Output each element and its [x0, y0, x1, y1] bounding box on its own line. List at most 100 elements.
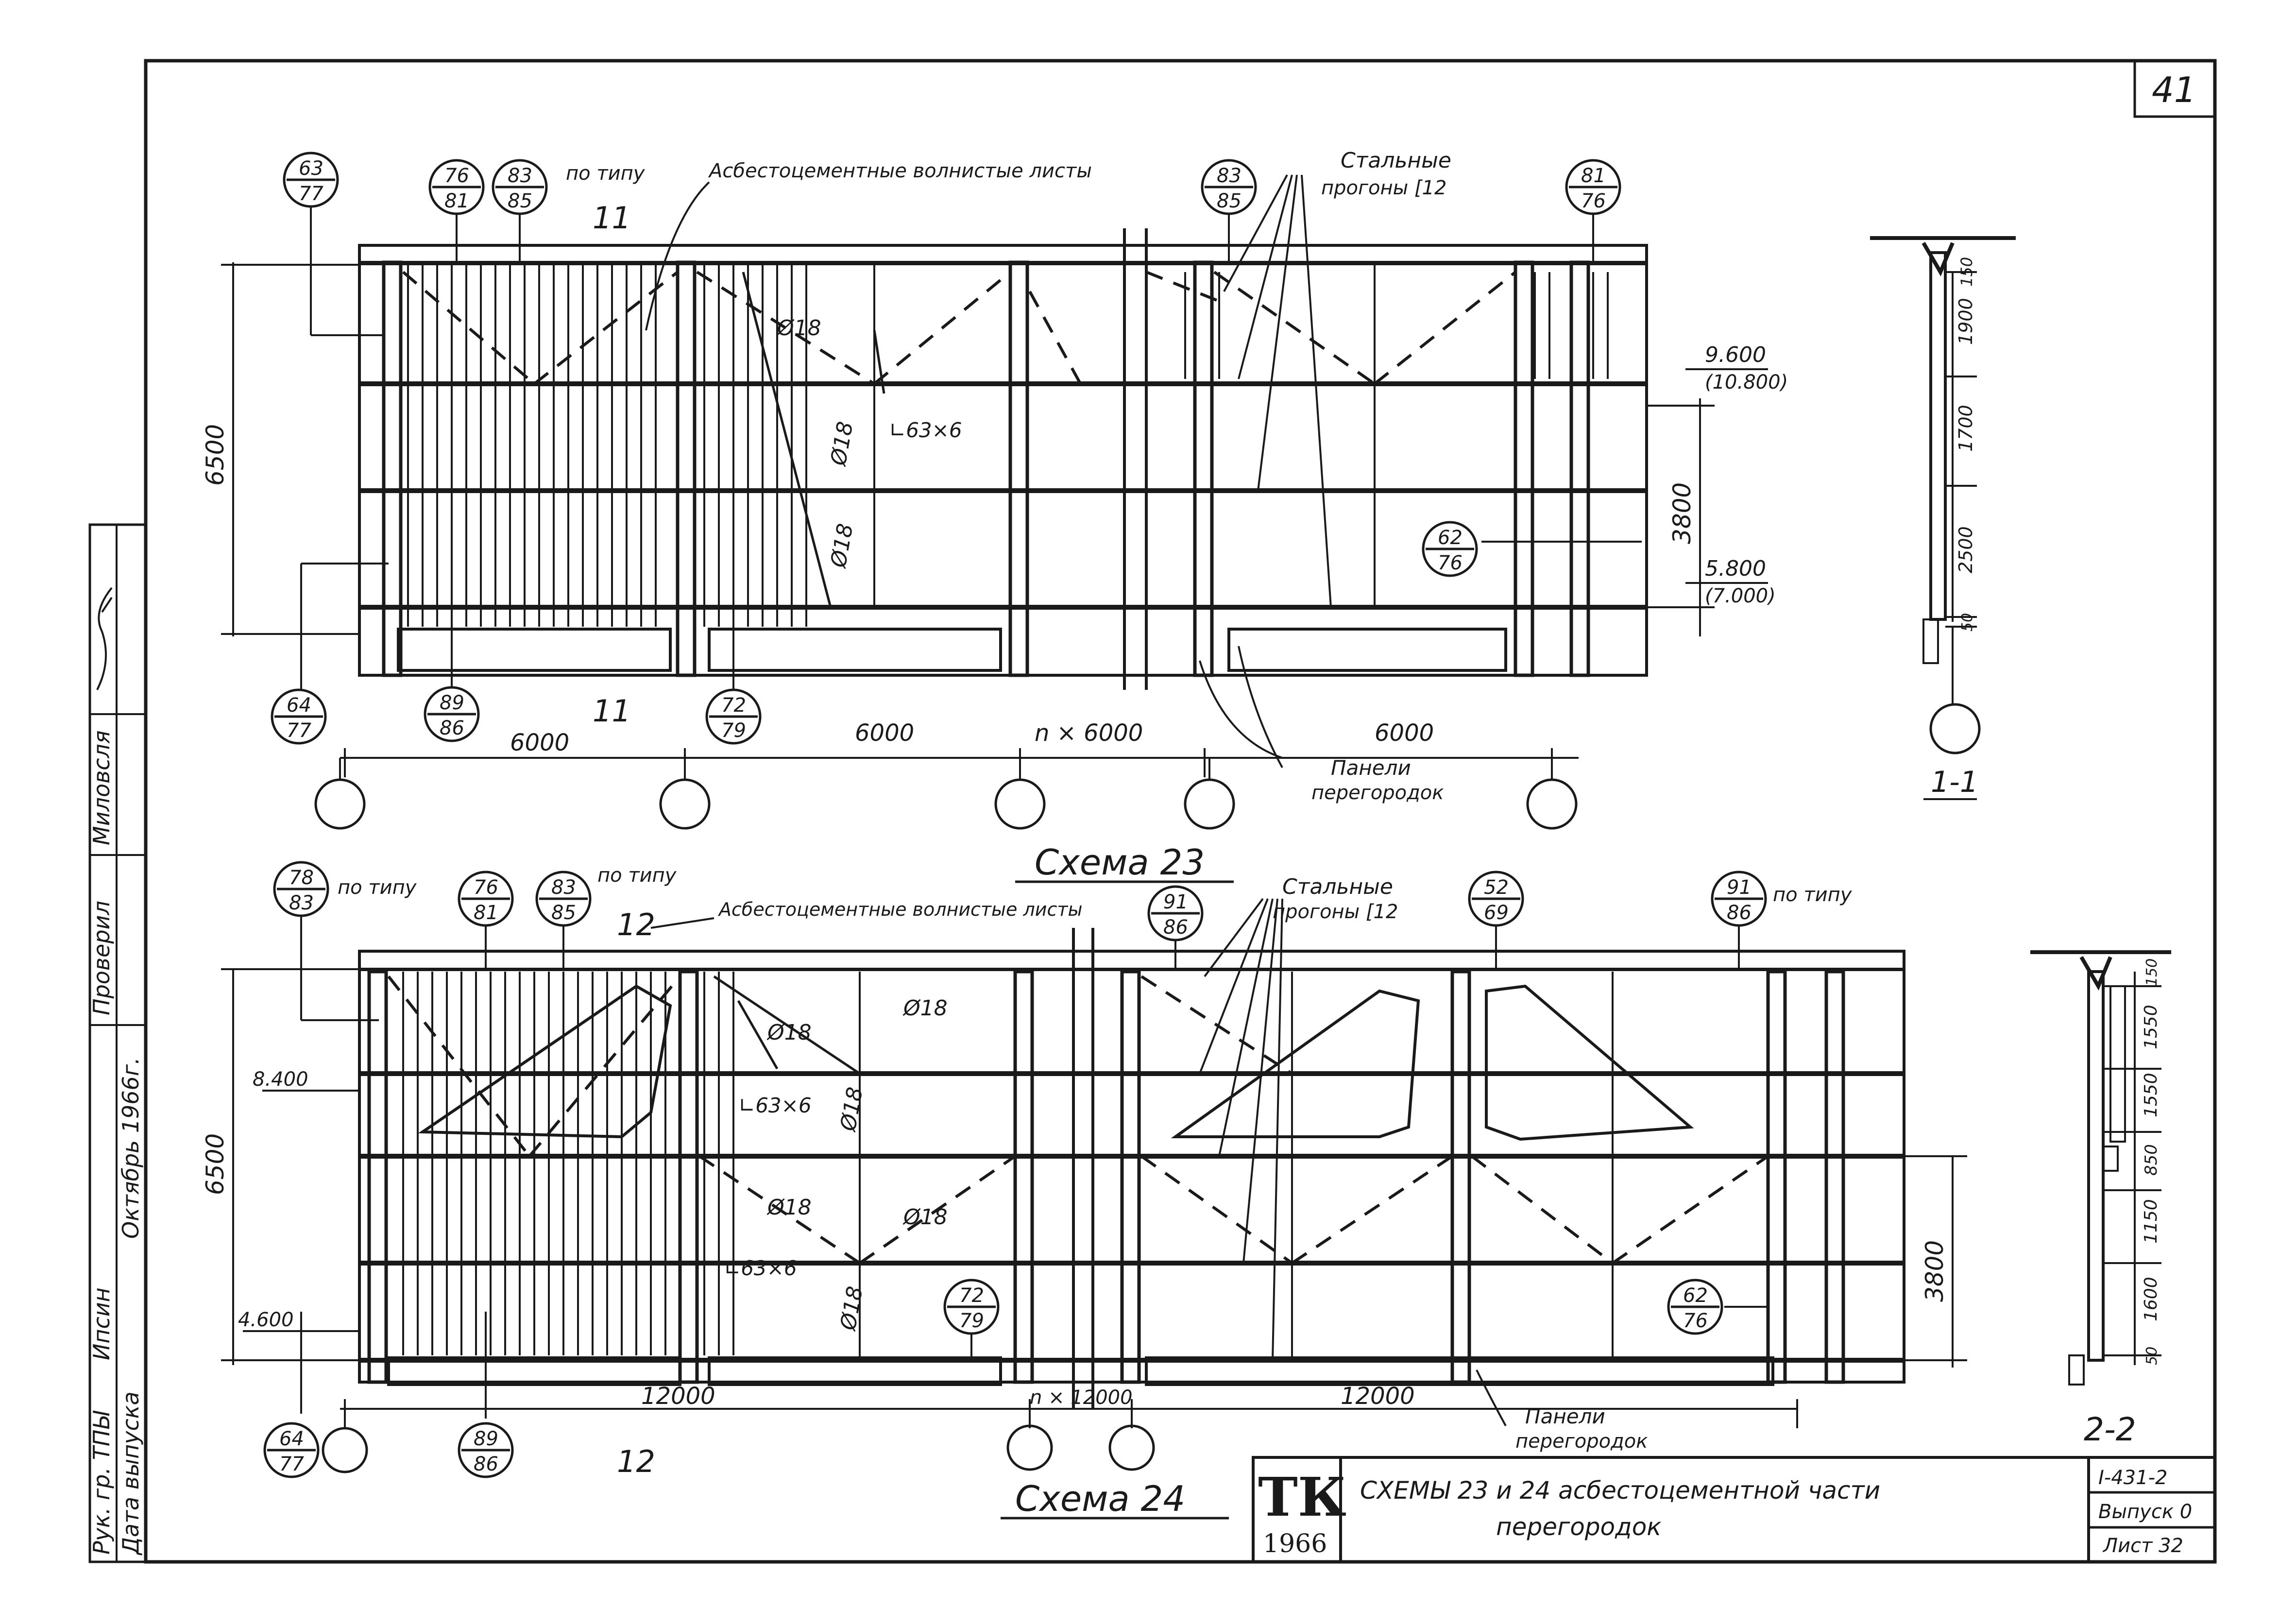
- s23-ref-4-bottom: 85: [1217, 190, 1242, 212]
- s23-section-mark-bottom: 11: [593, 693, 631, 729]
- sec11-title: 1-1: [1931, 765, 1978, 799]
- s23-dim-bayn: n × 6000: [1035, 719, 1143, 747]
- sec11-dim-4: 2500: [1955, 526, 1976, 573]
- s23-level-1: 9.600: [1705, 342, 1766, 367]
- s23-dim-bay1: 6000: [510, 729, 569, 756]
- s23-ref-3-top: 83: [508, 165, 532, 187]
- sec22-dim-1: 150: [2143, 958, 2160, 986]
- sheet-number: Лист 32: [2102, 1535, 2183, 1557]
- s23-ref-6-bottom: 76: [1438, 552, 1463, 574]
- s24-purlins-label-2: прогоны [12: [1273, 901, 1398, 923]
- s23-ref-7-top: 64: [287, 694, 311, 717]
- s23-ref-9-bottom: 79: [721, 719, 746, 742]
- s24-brace-b: Ø18: [902, 996, 948, 1021]
- sec22-dim-2: 1550: [2141, 1005, 2161, 1049]
- stamp-role-2: Проверил: [88, 901, 115, 1015]
- s23-brace-low: Ø18: [826, 522, 858, 570]
- s24-level-1: 8.400: [253, 1068, 308, 1091]
- s23-brace-top: Ø18: [776, 316, 821, 341]
- s24-ref-bubbles: [263, 861, 1767, 1478]
- s24-ref-10-bottom: 86: [474, 1453, 498, 1475]
- s24-brace-c: Ø18: [835, 1085, 867, 1134]
- s24-title: Схема 24: [1015, 1478, 1185, 1519]
- sec11-dim-2: 1900: [1955, 298, 1976, 345]
- sec22-title: 2-2: [2084, 1411, 2136, 1448]
- s24-roof-band: [358, 950, 1905, 971]
- s24-ref-3-top: 83: [551, 876, 576, 899]
- s23-ref-3-bottom: 85: [508, 190, 532, 212]
- sec22-dim-6: 1600: [2141, 1277, 2161, 1321]
- sheet-title-line2: перегородок: [1496, 1513, 1662, 1541]
- s23-brace-mid: Ø18: [826, 420, 858, 468]
- s23-ref-8-bottom: 86: [440, 717, 464, 739]
- s23-dim-bay4: 6000: [1375, 719, 1434, 747]
- s23-by-type: по типу: [566, 162, 646, 185]
- sec22-dim-7: 50: [2143, 1347, 2160, 1365]
- s24-by-type-2: по типу: [597, 864, 677, 887]
- s24-ref-2-bottom: 81: [474, 902, 498, 924]
- sheet-code: I-431-2: [2098, 1467, 2167, 1489]
- s24-section-mark-bottom: 12: [617, 1444, 655, 1479]
- s24-brace-a: Ø18: [766, 1020, 812, 1045]
- sheet-title-line1: СХЕМЫ 23 и 24 асбестоцементной части: [1360, 1476, 1880, 1505]
- section-1-1: [1870, 236, 2016, 800]
- s24-panels-label-1: Панели: [1525, 1404, 1605, 1428]
- stamp-logo: ТК: [1258, 1466, 1346, 1528]
- s23-wall-outline: [358, 261, 1648, 677]
- s24-ref-6-bottom: 86: [1727, 902, 1752, 924]
- sec11-dim-5: 50: [1959, 613, 1976, 632]
- stamp-year: 1966: [1263, 1529, 1327, 1558]
- s23-angle: ∟63×6: [889, 418, 962, 442]
- page-number: 41: [2152, 69, 2196, 110]
- sheet-issue: Выпуск 0: [2098, 1501, 2192, 1523]
- s23-ref-5-bottom: 76: [1581, 190, 1606, 212]
- s23-dim-bay2: 6000: [855, 719, 914, 747]
- s24-bracing: [387, 975, 1769, 1265]
- sec22-dim-3: 1550: [2141, 1073, 2161, 1117]
- s24-angle-1: ∟63×6: [738, 1094, 812, 1117]
- s23-dim-height: 6500: [201, 424, 229, 486]
- stamp-name-3: Октябрь 1966г.: [118, 1057, 144, 1239]
- s23-ref-1-bottom: 77: [299, 183, 323, 205]
- s24-panels-label-2: перегородок: [1515, 1430, 1648, 1453]
- s24-purlins-label-1: Стальные: [1282, 874, 1393, 899]
- sec22-dim-4: 850: [2142, 1144, 2161, 1176]
- s23-sheet-hatching: [407, 265, 1609, 627]
- s24-brace-e: Ø18: [902, 1205, 948, 1230]
- s23-ref-4-top: 83: [1217, 165, 1242, 187]
- s24-ref-1-top: 78: [289, 867, 314, 889]
- s24-dim-bayn: n × 12000: [1030, 1386, 1133, 1409]
- s24-ref-4-bottom: 86: [1163, 916, 1188, 939]
- s24-dim-lower: 3800: [1921, 1240, 1949, 1302]
- s24-dim-bay3: 12000: [1341, 1383, 1415, 1410]
- stamp-role-1: Рук. гр. ТПЫ: [88, 1410, 115, 1555]
- s23-ref-9-top: 72: [721, 694, 746, 717]
- s24-ref-3-bottom: 85: [551, 902, 576, 924]
- s23-panels-label-2: перегородок: [1311, 782, 1444, 804]
- page-number-box: [2133, 59, 2216, 118]
- s24-section-mark-top: 12: [617, 907, 655, 942]
- s24-sheets-label: Асбестоцементные волнистые листы: [717, 899, 1083, 920]
- s24-dim-height: 6500: [201, 1133, 229, 1195]
- s23-level-1b: (10.800): [1705, 371, 1788, 393]
- s24-angle-2: ∟63×6: [724, 1256, 797, 1280]
- s24-sheet-hatching: [402, 972, 734, 1355]
- sec11-dim-3: 1700: [1955, 405, 1976, 452]
- s23-ref-7-bottom: 77: [287, 719, 311, 742]
- stamp-name-1: Ипсин: [88, 1287, 115, 1360]
- s23-bracing: [402, 271, 1516, 390]
- s23-ref-2-top: 76: [444, 165, 469, 187]
- s23-dim-lower: 3800: [1668, 482, 1696, 544]
- s24-ref-10-top: 89: [474, 1428, 498, 1450]
- scheme-24: [221, 898, 1967, 1473]
- section-2-2: [2030, 950, 2171, 1386]
- s24-brace-f: Ø18: [835, 1284, 867, 1333]
- s23-purlins-label-1: Стальные: [1341, 148, 1451, 173]
- s23-ref-8-top: 89: [440, 692, 464, 714]
- s23-ref-6-top: 62: [1438, 527, 1463, 549]
- s23-level-2b: (7.000): [1705, 585, 1776, 607]
- s24-ref-9-top: 64: [279, 1428, 304, 1450]
- s24-dim-bay1: 12000: [641, 1383, 715, 1410]
- s23-level-2: 5.800: [1705, 556, 1766, 581]
